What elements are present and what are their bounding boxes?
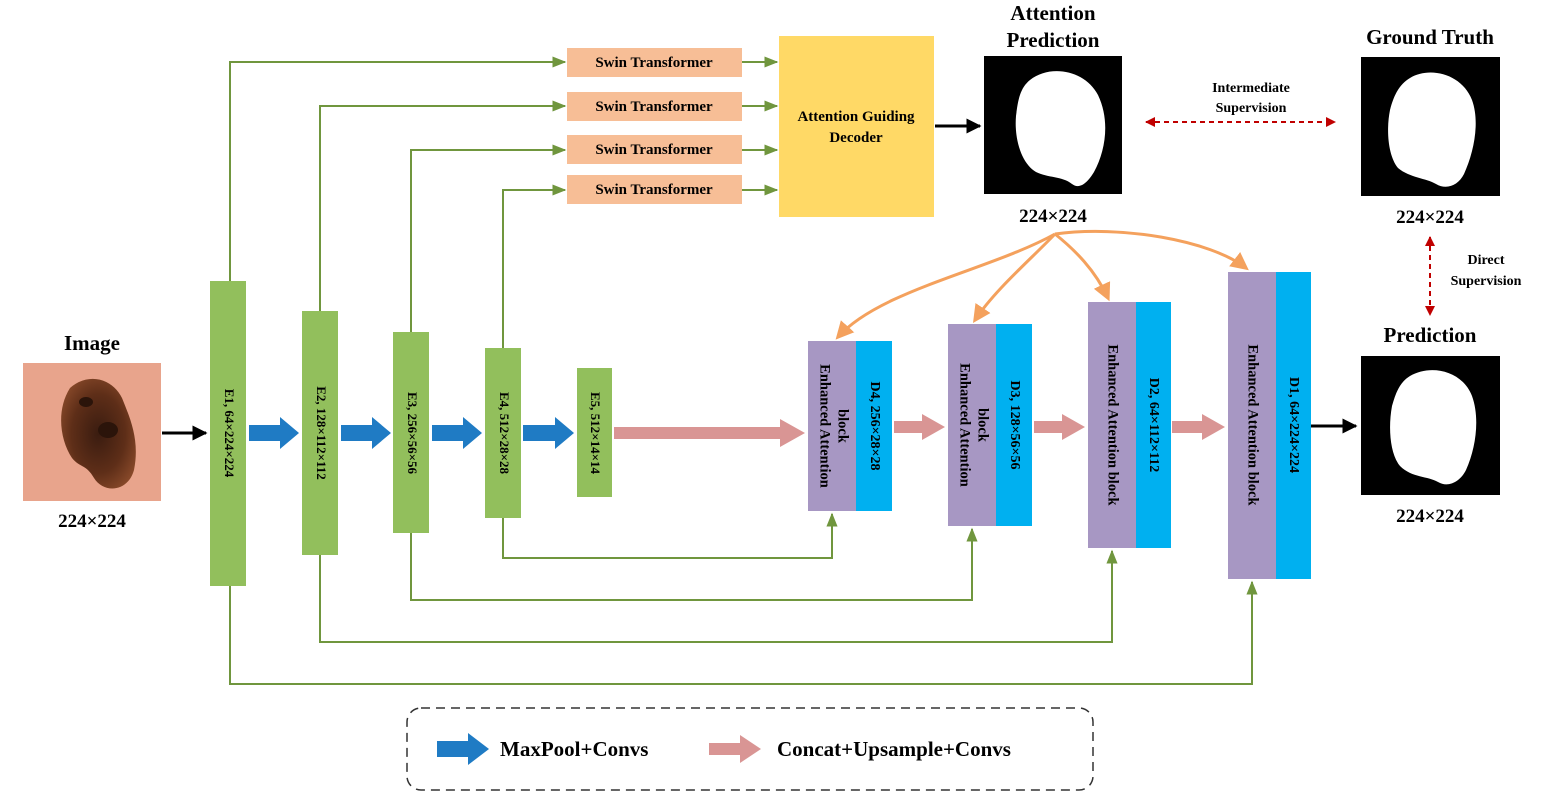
swin-transformer-2: Swin Transformer — [567, 92, 742, 121]
maxpool-arrow-4 — [523, 417, 574, 449]
encoder-block-e3: E3, 256×56×56 — [393, 332, 429, 533]
decoder-stage-d4: Enhanced Attention block D4, 256×28×28 — [808, 341, 892, 511]
skip-e3-d3 — [410, 527, 978, 601]
svg-text:block: block — [835, 409, 851, 444]
concat-arrow-d2-d1 — [1172, 414, 1225, 440]
decoder-stage-d3: Enhanced Attention block D3, 128×56×56 — [948, 324, 1032, 526]
legend-maxpool-label: MaxPool+Convs — [500, 737, 648, 761]
ground-truth-size-label: 224×224 — [1396, 207, 1464, 228]
maxpool-arrow-2 — [341, 417, 391, 449]
encoder-block-e5: E5, 512×14×14 — [577, 368, 612, 497]
skip-e2-d2 — [319, 549, 1118, 643]
ground-truth-mask — [1361, 57, 1500, 196]
decoder-stage-d1: Enhanced Attention block D1, 64×224×224 — [1228, 272, 1311, 579]
svg-text:Swin Transformer: Swin Transformer — [595, 182, 713, 198]
attention-to-d3-arrow — [973, 232, 1057, 323]
maxpool-arrow-1 — [249, 417, 299, 449]
skip-connections — [229, 512, 1258, 685]
legend-concat-arrow — [709, 735, 761, 763]
svg-text:Enhanced Attention block: Enhanced Attention block — [1245, 344, 1261, 506]
svg-text:Enhanced Attention: Enhanced Attention — [817, 364, 833, 488]
skip-e1-d1 — [229, 580, 1258, 685]
encoder-block-e1-label: E1, 64×224×224 — [222, 389, 237, 478]
e2-to-swin-line — [319, 100, 567, 311]
prediction-size-label: 224×224 — [1396, 506, 1464, 527]
attention-guidance-arrows — [835, 229, 1249, 340]
decoder-block-d2 — [1136, 302, 1171, 548]
image-size-label: 224×224 — [58, 511, 126, 532]
attention-guiding-decoder: Attention Guiding Decoder — [779, 36, 934, 217]
swin-connections — [229, 56, 779, 348]
e4-to-swin-line — [502, 184, 567, 348]
svg-text:Enhanced Attention: Enhanced Attention — [957, 363, 973, 487]
legend-concat-label: Concat+Upsample+Convs — [777, 737, 1011, 761]
attention-prediction-title-line1: Attention — [1010, 1, 1095, 25]
swin-transformer-4: Swin Transformer — [567, 175, 742, 204]
decoder-block-d1-label: D1, 64×224×224 — [1286, 377, 1301, 473]
enhanced-attention-block-d4 — [808, 341, 856, 511]
legend: MaxPool+Convs Concat+Upsample+Convs — [406, 707, 1094, 791]
concat-arrow-e5-d4 — [614, 419, 805, 447]
encoder-block-e2: E2, 128×112×112 — [302, 311, 338, 555]
decoder-block-d2-label: D2, 64×112×112 — [1146, 378, 1161, 473]
attention-to-d4-arrow — [835, 232, 1056, 340]
intermediate-supervision-line1: Intermediate — [1212, 81, 1290, 96]
encoder-block-e4-label: E4, 512×28×28 — [497, 392, 512, 474]
legend-maxpool-arrow — [437, 733, 489, 765]
swin-transformer-3: Swin Transformer — [567, 135, 742, 164]
swin-transformer-1: Swin Transformer — [567, 48, 742, 77]
svg-text:Enhanced Attention block: Enhanced Attention block — [1105, 344, 1121, 506]
agd-label-line1: Attention Guiding — [797, 109, 915, 125]
image-title: Image — [64, 331, 120, 355]
decoder-block-d4-label: D4, 256×28×28 — [867, 381, 882, 470]
skip-e4-d4 — [502, 512, 838, 559]
decoder-block-d4 — [856, 341, 892, 511]
attention-to-d1-arrow — [1054, 229, 1249, 271]
concat-arrow-d4-d3 — [894, 414, 945, 440]
encoder-block-e4: E4, 512×28×28 — [485, 348, 521, 518]
e3-to-swin-line — [410, 144, 567, 332]
intermediate-supervision-line2: Supervision — [1216, 101, 1287, 116]
prediction-mask — [1361, 356, 1500, 495]
decoder-stage-d2: Enhanced Attention block D2, 64×112×112 — [1088, 302, 1171, 548]
attention-to-d2-arrow — [1054, 232, 1111, 302]
decoder-block-d1 — [1276, 272, 1311, 579]
attention-prediction-size-label: 224×224 — [1019, 206, 1087, 227]
decoder-block-d3 — [996, 324, 1032, 526]
encoder-block-e5-label: E5, 512×14×14 — [588, 392, 603, 474]
attention-prediction-title-line2: Prediction — [1007, 28, 1100, 52]
svg-text:Swin Transformer: Swin Transformer — [595, 142, 713, 158]
svg-text:block: block — [975, 408, 991, 443]
direct-supervision-line2: Supervision — [1451, 274, 1522, 289]
enhanced-attention-block-d2 — [1088, 302, 1136, 548]
legend-border — [406, 707, 1094, 791]
encoder-block-e1: E1, 64×224×224 — [210, 281, 246, 586]
concat-arrow-d3-d2 — [1034, 414, 1085, 440]
attention-prediction-mask — [984, 56, 1122, 194]
encoder-block-e3-label: E3, 256×56×56 — [405, 392, 420, 474]
svg-text:Swin Transformer: Swin Transformer — [595, 99, 713, 115]
prediction-title: Prediction — [1384, 323, 1477, 347]
decoder-block-d3-label: D3, 128×56×56 — [1007, 380, 1022, 469]
svg-text:Swin Transformer: Swin Transformer — [595, 55, 713, 71]
ground-truth-title: Ground Truth — [1366, 25, 1494, 49]
skin-lesion-image — [23, 363, 161, 501]
maxpool-arrow-3 — [432, 417, 482, 449]
enhanced-attention-block-d3 — [948, 324, 996, 526]
encoder-block-e2-label: E2, 128×112×112 — [314, 386, 329, 480]
agd-label-line2: Decoder — [829, 130, 883, 146]
e1-to-swin-line — [229, 56, 567, 281]
enhanced-attention-block-d1 — [1228, 272, 1276, 579]
direct-supervision-line1: Direct — [1467, 253, 1504, 268]
